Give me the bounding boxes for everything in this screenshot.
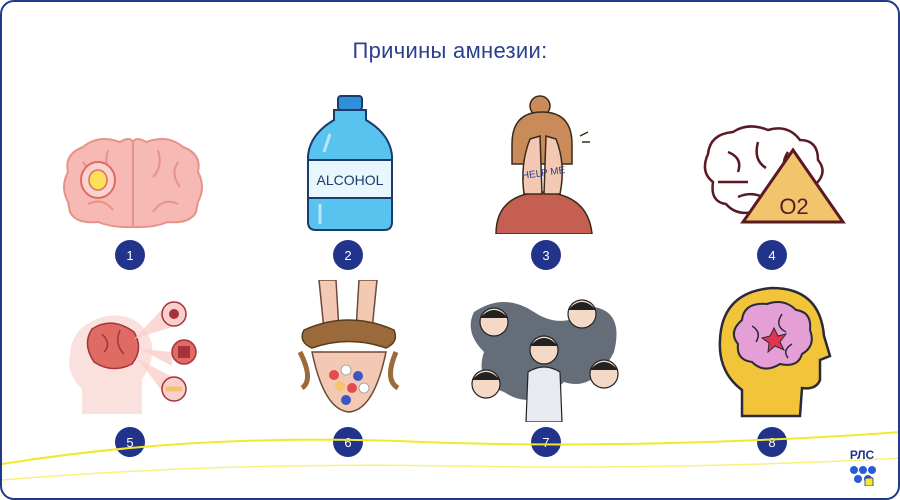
- brain-oxygen-warning-icon: O2: [703, 125, 846, 224]
- number-badge: 6: [333, 427, 363, 457]
- number-badge: 1: [115, 240, 145, 270]
- number-badge: 8: [757, 427, 787, 457]
- mental-disorder-icon: [470, 299, 619, 422]
- crying-woman-icon: HELP ME: [495, 95, 593, 234]
- brain-tumor-icon: [63, 137, 203, 229]
- slide-title: Причины амнезии:: [352, 38, 548, 63]
- decorative-wave: [2, 431, 898, 481]
- number-badge: 3: [531, 240, 561, 270]
- stroke-head-icon: [69, 301, 197, 414]
- number-badge: 5: [115, 427, 145, 457]
- oxygen-label: O2: [779, 194, 808, 219]
- logo-text: РЛС: [849, 448, 875, 462]
- pills-hands-tied-icon: [297, 280, 400, 413]
- rls-logo: РЛС: [842, 448, 882, 488]
- logo-cross-icon: [850, 466, 876, 486]
- alcohol-bottle-icon: ALCOHOL: [307, 95, 393, 231]
- number-badge: 2: [333, 240, 363, 270]
- number-badge: 7: [531, 427, 561, 457]
- head-brain-injury-icon: [718, 286, 832, 418]
- number-badge: 4: [757, 240, 787, 270]
- bottle-label: ALCOHOL: [317, 172, 384, 188]
